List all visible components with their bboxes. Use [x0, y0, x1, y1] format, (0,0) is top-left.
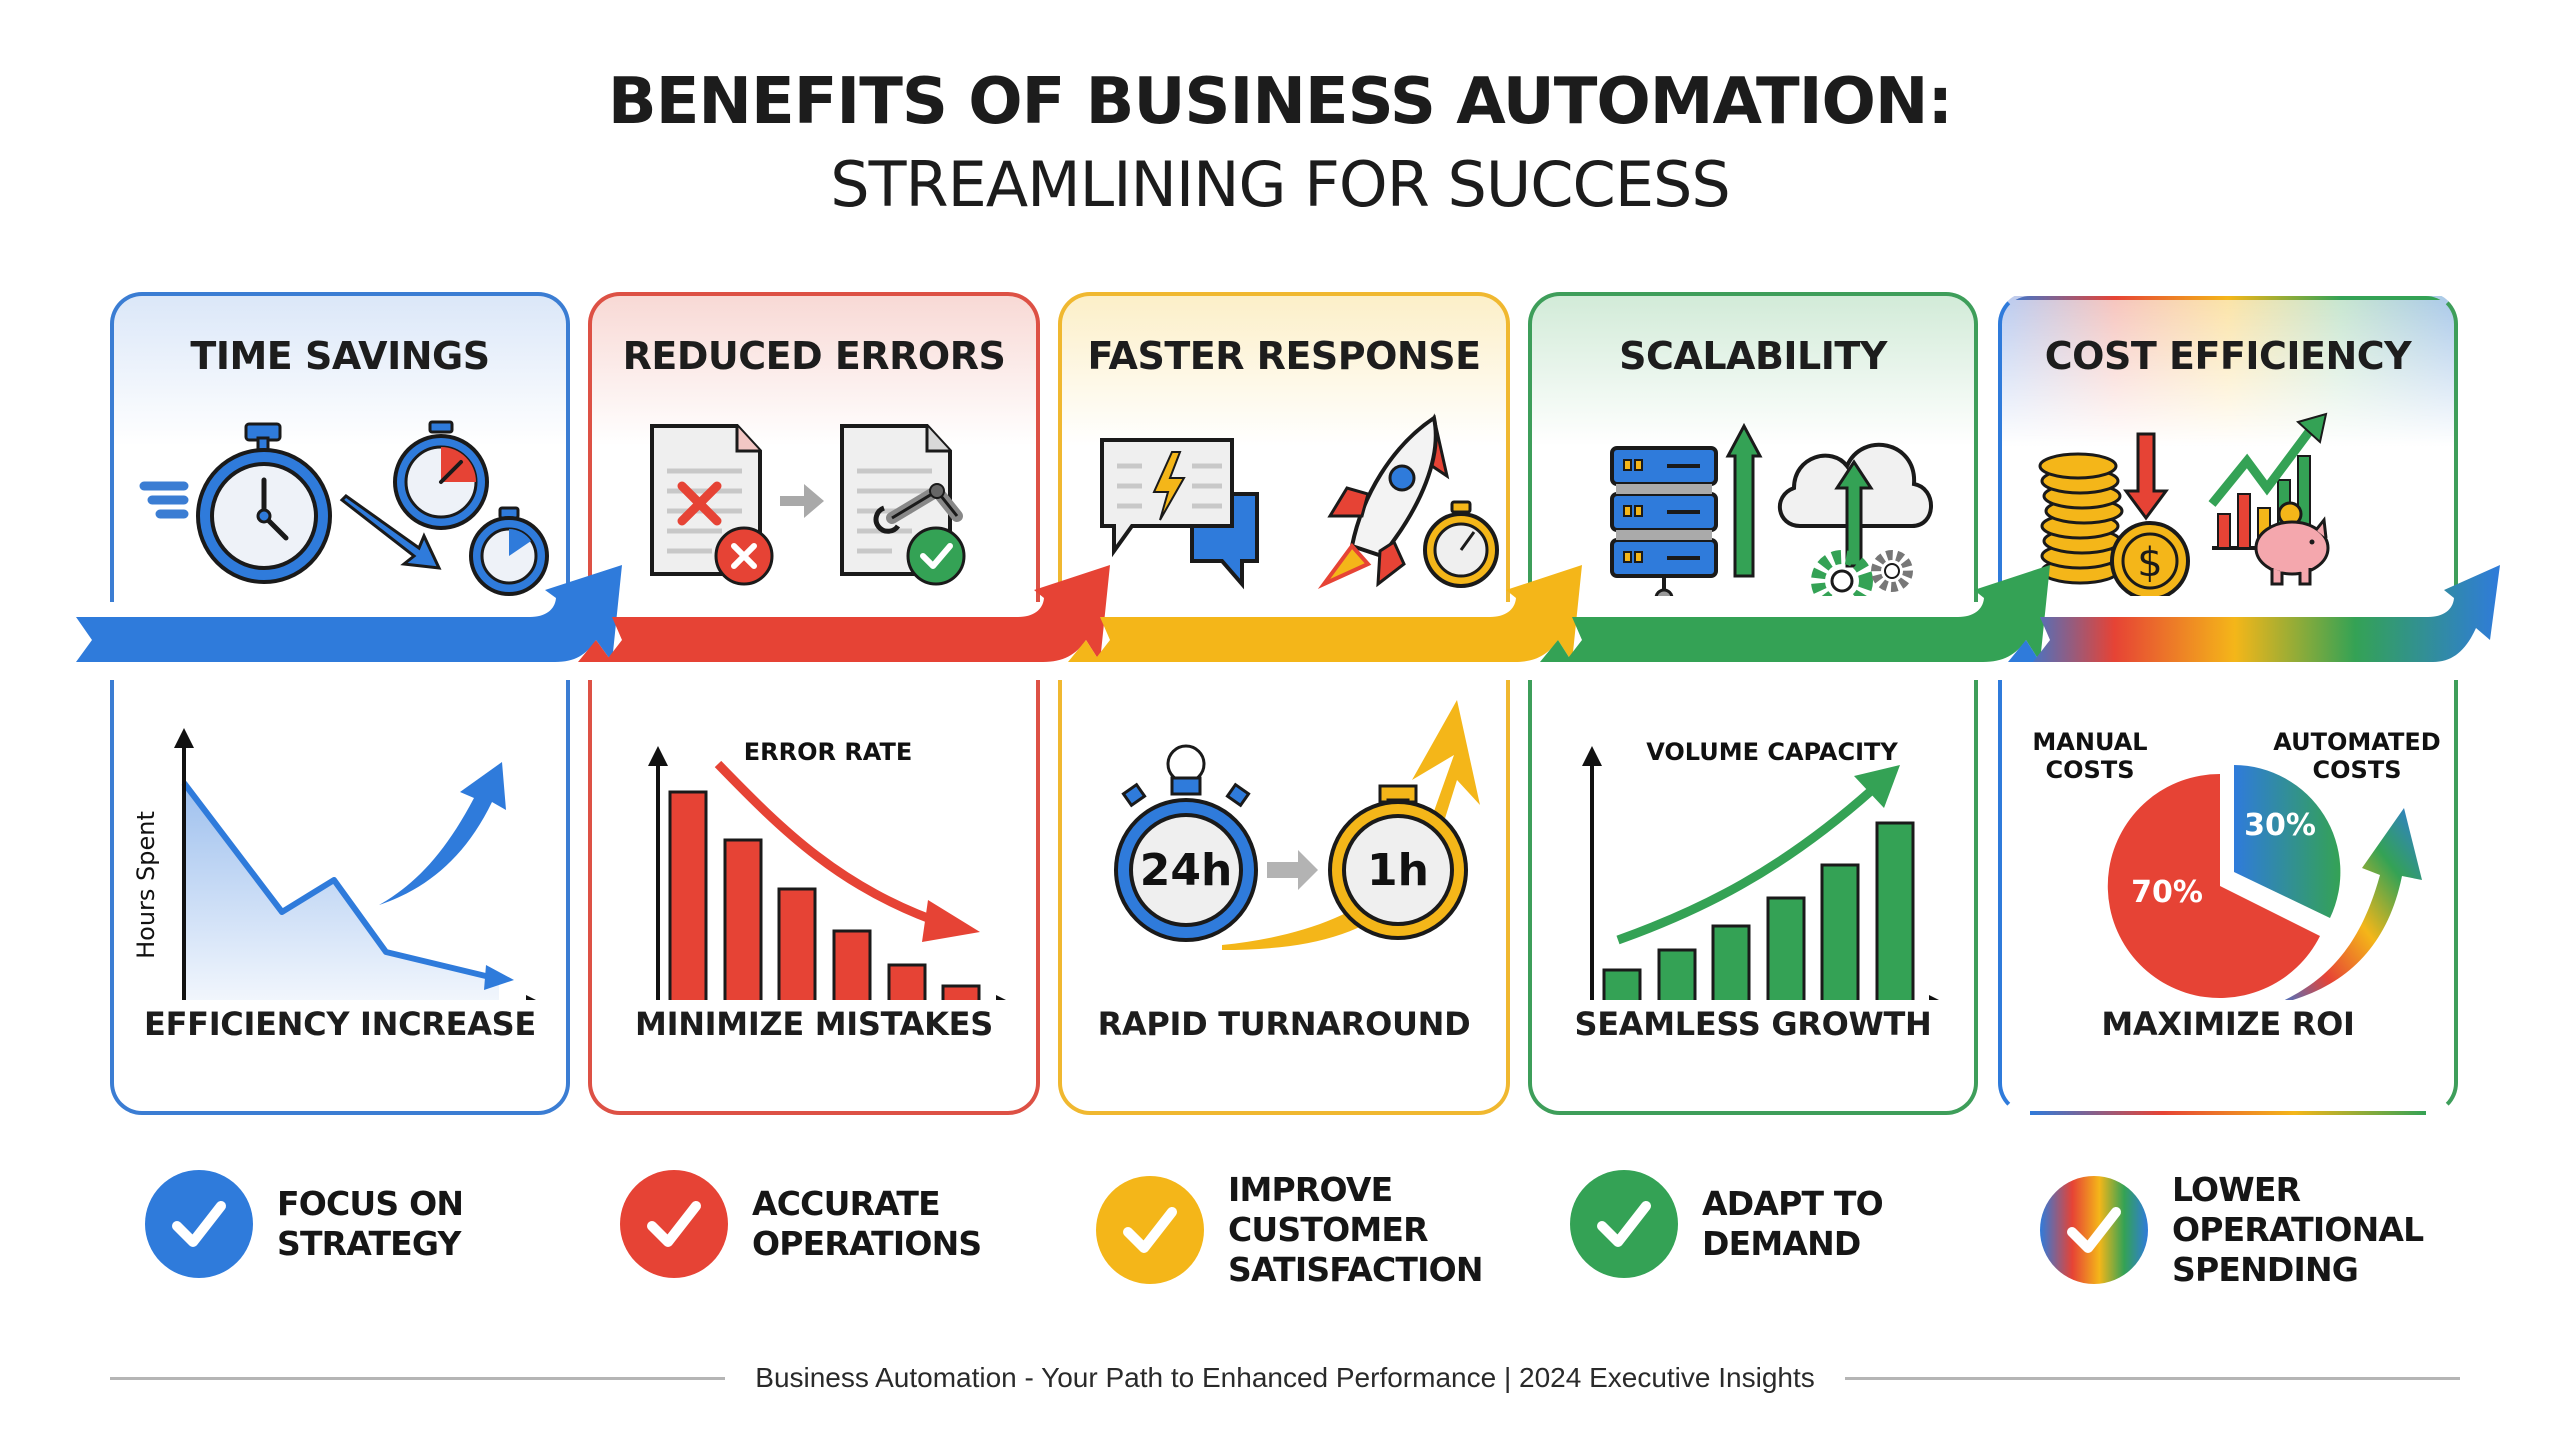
card-top-time-savings: TIME SAVINGS [110, 292, 570, 602]
check-label: LOWER OPERATIONAL SPENDING [2172, 1170, 2424, 1289]
progress-ribbon [76, 565, 2500, 662]
card-top-faster-response: FASTER RESPONSE [1058, 292, 1510, 602]
winged-stopwatch-icon [139, 422, 332, 584]
footer: Business Automation - Your Path to Enhan… [110, 1362, 2461, 1394]
card-bottom-reduced-errors: ERROR RATE MINIMIZE MISTAKES [588, 680, 1040, 1115]
checkmark-icon [1570, 1170, 1678, 1278]
chart-title: ERROR RATE [744, 738, 913, 766]
card-bottom-cost-efficiency: MANUAL COSTS AUTOMATED COSTS 70% 30% MAX… [1998, 680, 2458, 1115]
icon-group-faster-response [1100, 413, 1499, 590]
hours-spent-line-chart: Hours Spent [132, 728, 536, 1000]
server-stack-icon [1610, 446, 1718, 596]
stopwatch-red-segment-icon [393, 420, 489, 530]
checkmark-icon [1096, 1176, 1204, 1284]
card-top-scalability: SCALABILITY [1528, 292, 1978, 602]
card-caption: MINIMIZE MISTAKES [635, 1005, 993, 1043]
down-arrow-icon [339, 494, 442, 570]
title-line-2: STREAMLINING FOR SUCCESS [830, 148, 1730, 221]
capacity-bars [1602, 821, 1915, 1000]
page-title: BENEFITS OF BUSINESS AUTOMATION: STREAML… [0, 62, 2560, 226]
title-line-1: BENEFITS OF BUSINESS AUTOMATION: [607, 65, 1953, 139]
pie-label-manual-line1: MANUAL [2032, 728, 2147, 756]
pie-value-manual: 70% [2131, 875, 2203, 910]
pie-label-automated-line2: COSTS [2313, 756, 2402, 784]
card-bottom-time-savings: Hours Spent EFFICIENCY INCREASE [110, 680, 570, 1115]
rocket-icon [1317, 413, 1450, 590]
piggy-bank-icon [2254, 501, 2330, 586]
check-item-adapt-demand: ADAPT TO DEMAND [1570, 1170, 1884, 1278]
ribbon-segment-faster-response [1093, 565, 1582, 662]
turnaround-illustration: 24h 1h [1114, 700, 1480, 950]
ribbon-segment-reduced-errors-body [605, 565, 1110, 662]
pie-slice-manual [2107, 773, 2320, 998]
pie-label-manual-line2: COSTS [2046, 756, 2135, 784]
check-item-accurate-operations: ACCURATE OPERATIONS [620, 1170, 982, 1278]
document-error-icon [650, 424, 774, 586]
check-item-focus-strategy: FOCUS ON STRATEGY [145, 1170, 464, 1278]
chart-y-axis-label: Hours Spent [132, 811, 160, 959]
chat-lightning-icon [1100, 438, 1259, 590]
icon-group-reduced-errors [650, 424, 966, 586]
svg-text:$: $ [2137, 540, 2162, 586]
card-header: TIME SAVINGS [190, 334, 490, 378]
checkmark-icon [145, 1170, 253, 1278]
chart-title: VOLUME CAPACITY [1646, 738, 1898, 766]
check-label: ACCURATE OPERATIONS [752, 1184, 982, 1263]
coin-stack-icon [2038, 452, 2124, 585]
dollar-coin-icon: $ [2110, 521, 2190, 596]
pie-label-automated-line1: AUTOMATED [2273, 728, 2440, 756]
cost-pie-chart: MANUAL COSTS AUTOMATED COSTS 70% 30% [2032, 728, 2441, 1000]
icon-group-scalability [1610, 422, 1933, 596]
footer-divider-right [1844, 1376, 2461, 1380]
ribbon-segment-cost-efficiency [2033, 565, 2500, 662]
card-caption: EFFICIENCY INCREASE [144, 1005, 536, 1043]
icon-group-cost-efficiency: $ [2038, 412, 2330, 596]
rainbow-border-bottom [2030, 1111, 2426, 1115]
ribbon-segment-scalability [1565, 565, 2050, 662]
benefit-checklist: FOCUS ON STRATEGY ACCURATE OPERATIONS IM… [0, 1160, 2560, 1290]
up-arrow-icon [1725, 422, 1763, 578]
stopwatch-gold-icon [1423, 500, 1499, 588]
footer-divider-left [110, 1376, 726, 1380]
card-header: SCALABILITY [1619, 334, 1887, 378]
error-rate-bar-chart: ERROR RATE [648, 738, 1006, 1000]
card-top-cost-efficiency: COST EFFICIENCY $ [1998, 292, 2458, 602]
card-caption: MAXIMIZE ROI [2101, 1005, 2355, 1043]
pie-value-automated: 30% [2244, 808, 2316, 843]
rainbow-border [2002, 296, 2454, 300]
card-top-reduced-errors: REDUCED ERRORS [588, 292, 1040, 602]
card-header: COST EFFICIENCY [2044, 334, 2412, 378]
ribbon-segment-reduced-errors [578, 640, 612, 662]
card-header: FASTER RESPONSE [1087, 334, 1481, 378]
check-label: ADAPT TO DEMAND [1702, 1184, 1884, 1263]
card-caption: RAPID TURNAROUND [1097, 1005, 1471, 1043]
timer-1h-icon: 1h [1328, 784, 1468, 940]
check-label: FOCUS ON STRATEGY [277, 1184, 464, 1263]
checkmark-icon [620, 1170, 728, 1278]
card-bottom-scalability: VOLUME CAPACITY SEAMLESS GROWTH [1528, 680, 1978, 1115]
check-item-lower-spending: LOWER OPERATIONAL SPENDING [2040, 1170, 2424, 1290]
timer-after-value: 1h [1367, 845, 1429, 896]
small-stopwatch-icon [469, 506, 549, 596]
timer-before-value: 24h [1140, 845, 1233, 896]
gray-arrow-icon [1267, 850, 1318, 890]
document-robot-arm-check-icon [840, 424, 966, 586]
volume-capacity-bar-chart: VOLUME CAPACITY [1582, 738, 1939, 1000]
card-caption: SEAMLESS GROWTH [1574, 1005, 1932, 1043]
footer-text: Business Automation - Your Path to Enhan… [755, 1362, 1815, 1393]
ribbon-segment-time-savings [76, 565, 622, 662]
checkmark-icon [2040, 1176, 2148, 1284]
icon-group-time-savings [139, 420, 549, 596]
rainbow-up-arrow [2284, 808, 2422, 1000]
pie-slice-automated [2234, 765, 2341, 918]
error-bars [668, 790, 981, 1000]
cloud-upload-gears-icon [1777, 442, 1933, 596]
gray-arrow-icon [780, 484, 824, 518]
down-arrow-red-icon [2123, 432, 2169, 521]
card-bottom-faster-response: 24h 1h RAPID TURNAROUND [1058, 680, 1510, 1115]
check-item-customer-satisfaction: IMPROVE CUSTOMER SATISFACTION [1096, 1170, 1483, 1290]
timer-24h-icon: 24h [1114, 744, 1258, 942]
card-header: REDUCED ERRORS [622, 334, 1006, 378]
check-label: IMPROVE CUSTOMER SATISFACTION [1228, 1170, 1483, 1289]
